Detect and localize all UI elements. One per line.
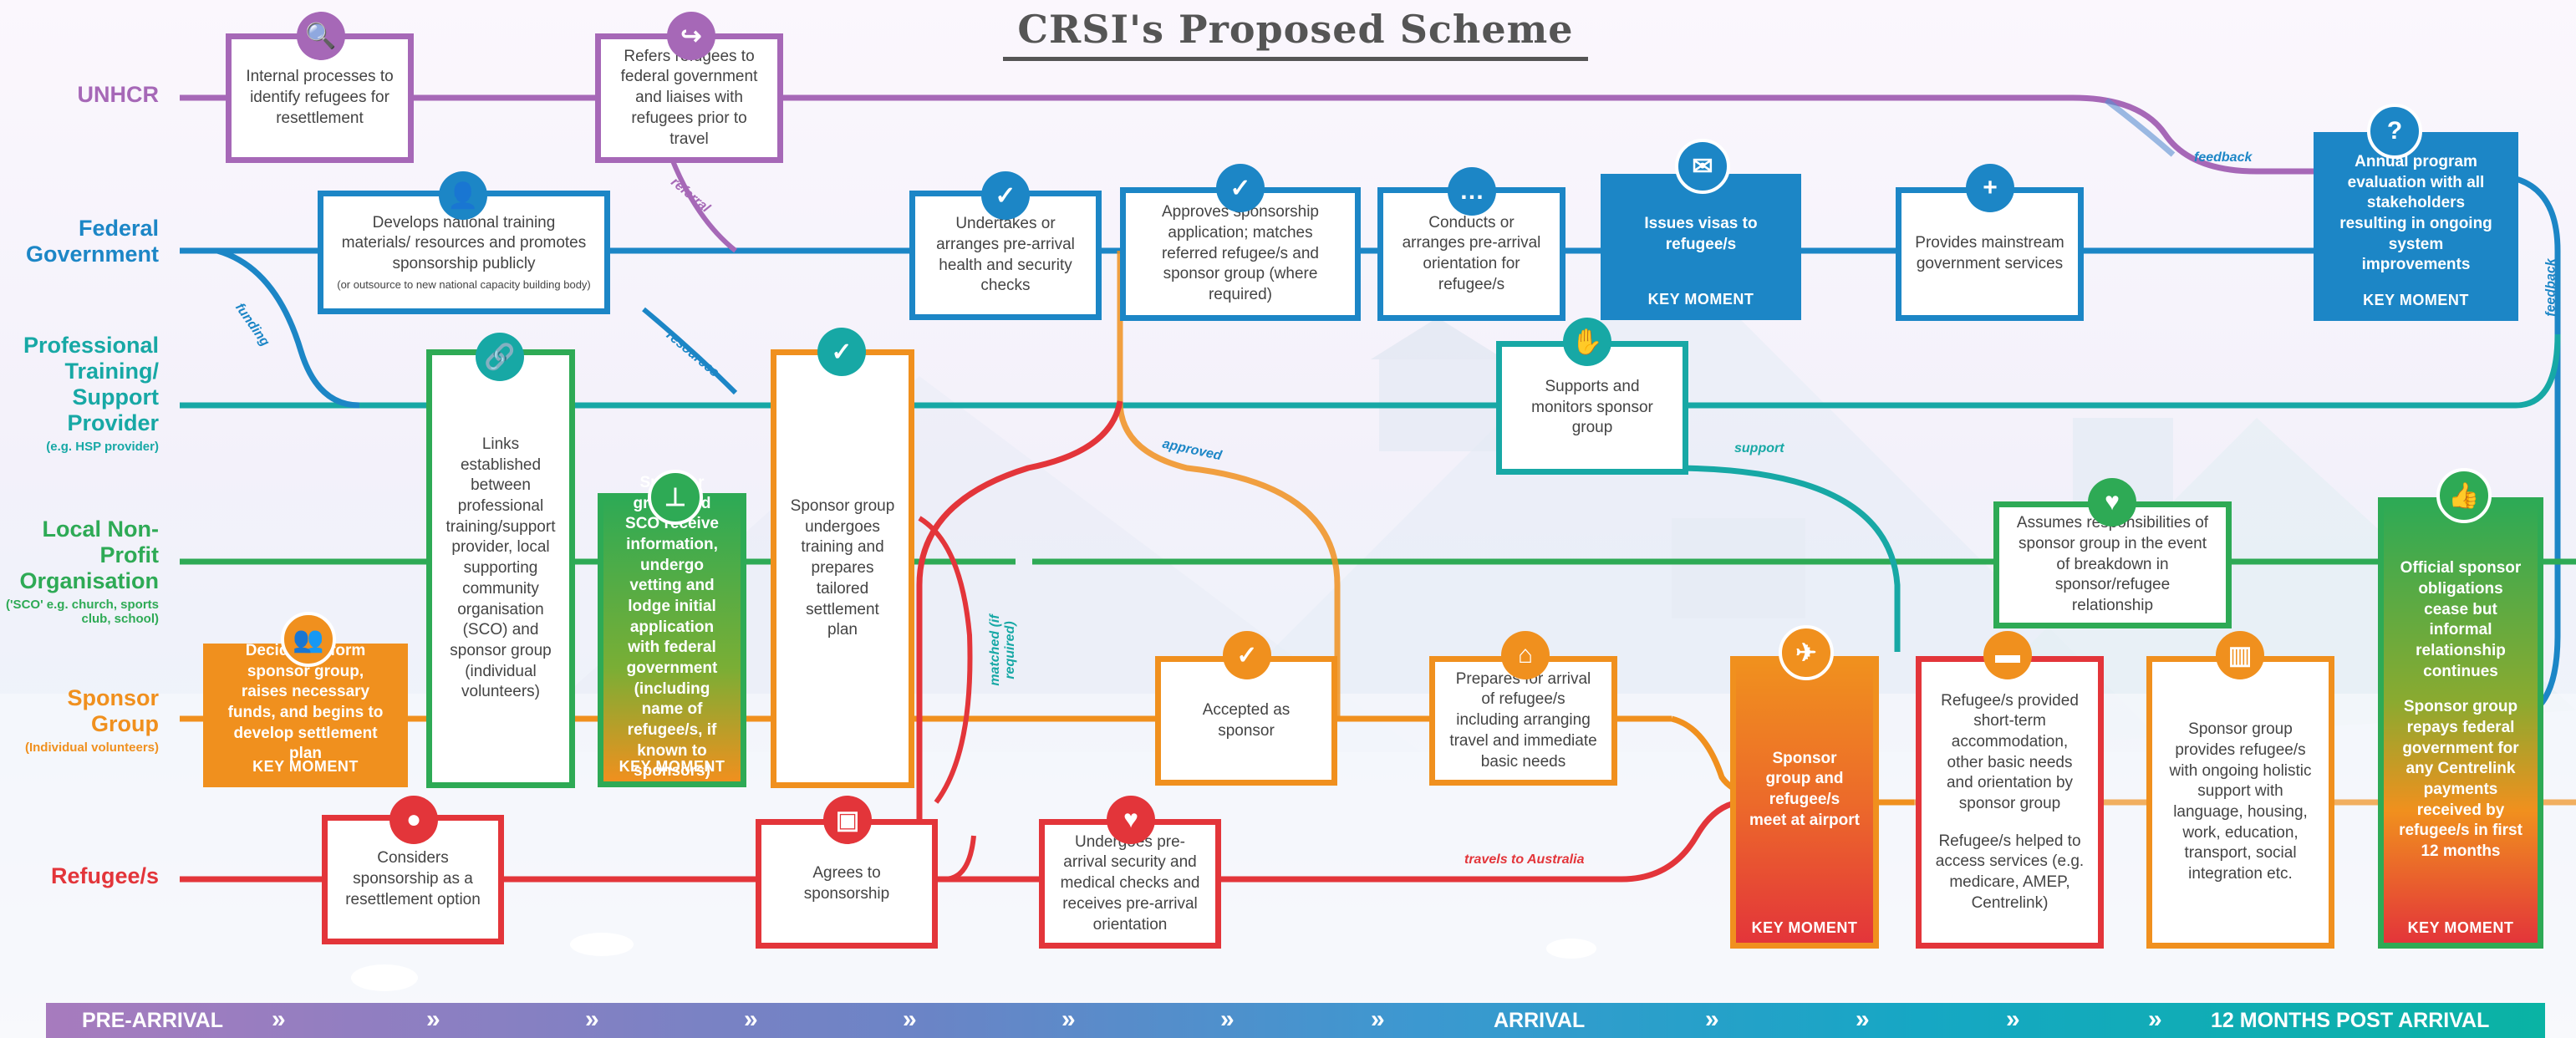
shield-check-icon: ✓ xyxy=(981,171,1030,220)
timeline-post-arrival: 12 MONTHS POST ARRIVAL xyxy=(2211,1009,2490,1032)
badge-check-icon: ✓ xyxy=(817,328,866,376)
luggage-icon: ▣ xyxy=(823,796,872,844)
timeline-chevron: » xyxy=(744,1005,758,1033)
connector-feedback-side: feedback xyxy=(2543,258,2558,317)
timeline-chevron: » xyxy=(1856,1005,1870,1033)
box-issues-visas: Issues visas to refugee/s KEY MOMENT xyxy=(1601,174,1801,320)
box-short-term-accommodation: Refugee/s provided short-term accommodat… xyxy=(1916,656,2104,949)
box-official-obligations-cease: Official sponsor obligations cease but i… xyxy=(2378,497,2543,949)
timeline-chevron: » xyxy=(2148,1005,2162,1033)
search-icon: 🔍 xyxy=(297,12,345,60)
connector-feedback-top: feedback xyxy=(2194,150,2253,165)
lane-label-local: Local Non-Profit Organisation ('SCO' e.g… xyxy=(6,516,159,627)
box-annual-evaluation: Annual program evaluation with all stake… xyxy=(2314,132,2518,321)
lane-label-federal: Federal Government xyxy=(25,216,159,267)
chat-bubble-icon: … xyxy=(1448,167,1496,216)
timeline-arrival: ARRIVAL xyxy=(1494,1009,1586,1032)
box-training-plan: Sponsor group undergoes training and pre… xyxy=(771,349,914,788)
lane-label-training: Professional Training/ Support Provider … xyxy=(23,333,159,455)
home-icon: ⌂ xyxy=(1501,631,1550,679)
lane-label-unhcr: UNHCR xyxy=(77,82,160,107)
check-circle-icon: ✓ xyxy=(1216,164,1265,212)
connector-matched: matched (if required) xyxy=(988,614,1017,686)
hospital-icon: + xyxy=(1966,164,2014,212)
thumbs-up-icon: 👍 xyxy=(2436,468,2492,523)
timeline-chevron: » xyxy=(1705,1005,1719,1033)
person-badge-icon: 👤 xyxy=(439,171,487,220)
lane-label-sponsor: Sponsor Group (Individual volunteers) xyxy=(24,685,159,756)
share-icon: ↪ xyxy=(667,12,715,60)
connector-support: support xyxy=(1734,441,1784,455)
timeline-bar xyxy=(46,1003,2545,1038)
box-mainstream-services: Provides mainstream government services xyxy=(1896,187,2084,321)
plane-icon: ✈ xyxy=(1779,625,1834,680)
mail-open-icon: ✉ xyxy=(1675,139,1730,194)
timeline-chevron: » xyxy=(903,1005,917,1033)
handshake-icon: ✋ xyxy=(1563,318,1611,366)
timeline-chevron: » xyxy=(2006,1005,2020,1033)
user-check-icon: ✓ xyxy=(1223,631,1271,679)
timeline-chevron: » xyxy=(585,1005,599,1033)
box-holistic-support: Sponsor group provides refugee/s with on… xyxy=(2146,656,2334,949)
building-icon: ▥ xyxy=(2216,631,2264,679)
title-underline xyxy=(1003,57,1588,61)
lane-label-refugee: Refugee/s xyxy=(50,863,159,888)
timeline-chevron: » xyxy=(272,1005,286,1033)
box-supports-monitors: Supports and monitors sponsor group xyxy=(1496,341,1688,475)
link-icon: 🔗 xyxy=(476,333,524,381)
box-meet-at-airport: Sponsor group and refugee/s meet at airp… xyxy=(1730,656,1879,949)
globe-icon: ● xyxy=(389,796,438,844)
box-sco-receive-info: Sponsor group and SCO receive informatio… xyxy=(598,474,746,787)
question-icon: ? xyxy=(2367,104,2422,159)
connector-travels: travels to Australia xyxy=(1464,852,1585,867)
timeline-chevron: » xyxy=(1061,1005,1076,1033)
timeline-chevron: » xyxy=(1220,1005,1235,1033)
timeline-chevron: » xyxy=(426,1005,440,1033)
bed-icon: ▬ xyxy=(1983,631,2032,679)
timeline-pre-arrival: PRE-ARRIVAL xyxy=(82,1009,223,1032)
heartbeat-icon: ♥ xyxy=(1107,796,1155,844)
diagram-title: CRSI's Proposed Scheme xyxy=(1017,7,1574,52)
box-links-established: Links established between professional t… xyxy=(426,349,575,788)
stamp-icon: ⊥ xyxy=(648,470,703,525)
care-hands-icon: ♥ xyxy=(2088,478,2136,527)
timeline-chevron: » xyxy=(1371,1005,1385,1033)
group-icon: 👥 xyxy=(281,612,336,667)
